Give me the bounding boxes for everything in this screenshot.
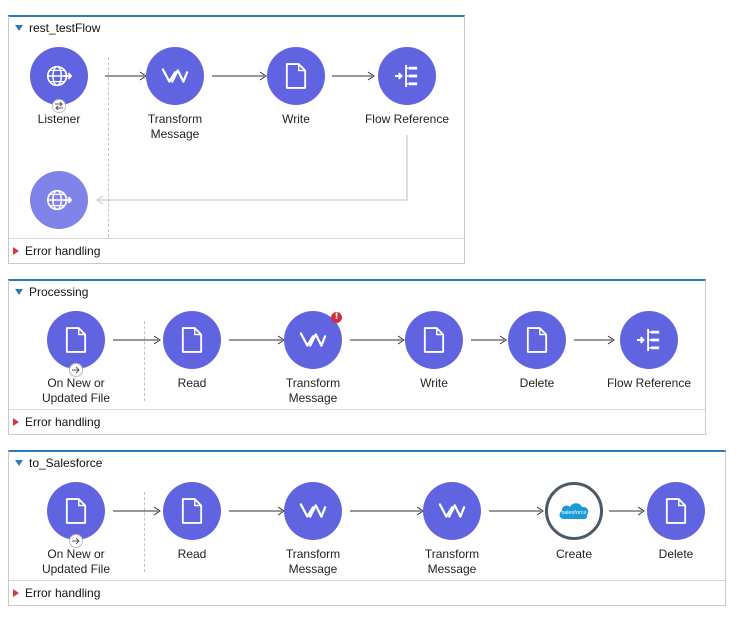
- node-read[interactable]: Read: [137, 482, 247, 562]
- source-divider: [108, 57, 109, 237]
- file-icon: [285, 62, 307, 90]
- node-label: On New or Updated File: [41, 376, 111, 405]
- node-on-new-or-updated-file[interactable]: On New or Updated File: [21, 311, 131, 406]
- node-circle: [30, 171, 88, 229]
- flow-rest-testflow: rest_testFlow Listener Transform Message…: [8, 15, 465, 264]
- file-icon: [526, 326, 548, 354]
- file-icon: [65, 497, 87, 525]
- node-circle: [423, 482, 481, 540]
- node-circle: [47, 482, 105, 548]
- error-handling-toggle[interactable]: Error handling: [9, 409, 705, 434]
- file-icon: [665, 497, 687, 525]
- return-path-line: [99, 135, 408, 201]
- node-label: Write: [420, 376, 448, 390]
- transform-icon: [438, 499, 466, 523]
- node-circle: [163, 482, 221, 540]
- expand-triangle-icon: [13, 418, 19, 426]
- node-circle: [47, 311, 105, 377]
- node-listener[interactable]: Listener: [4, 47, 114, 127]
- flow-title-toggle[interactable]: Processing: [13, 283, 88, 301]
- flow-processing: Processing On New or Updated File Read !…: [8, 279, 706, 435]
- collapse-triangle-icon: [15, 460, 23, 466]
- node-label: Delete: [519, 376, 555, 390]
- node-flow-reference[interactable]: Flow Reference: [594, 311, 704, 391]
- node-flow-reference[interactable]: Flow Reference: [352, 47, 462, 127]
- node-circle: [163, 311, 221, 369]
- file-icon: [65, 326, 87, 354]
- flow-name: to_Salesforce: [29, 456, 103, 470]
- arrow-right-icon: [69, 363, 83, 377]
- node-delete[interactable]: Delete: [621, 482, 731, 562]
- globe-arrow-icon: [45, 62, 73, 90]
- node-label: Transform Message: [147, 112, 203, 141]
- node-on-new-or-updated-file[interactable]: On New or Updated File: [21, 482, 131, 577]
- node-transform-message[interactable]: Transform Message: [120, 47, 230, 142]
- node-write[interactable]: Write: [241, 47, 351, 127]
- node-create[interactable]: salesforce Create: [519, 482, 629, 562]
- salesforce-logo-text: salesforce: [561, 510, 586, 516]
- node-label: Delete: [658, 547, 694, 561]
- transform-icon: [299, 328, 327, 352]
- node-label: Flow Reference: [606, 376, 692, 390]
- flow-name: rest_testFlow: [29, 21, 101, 35]
- node-label: Listener: [37, 112, 81, 126]
- arrow-right-icon: [69, 534, 83, 548]
- globe-arrow-icon: [45, 186, 73, 214]
- node-label: Transform Message: [424, 547, 480, 576]
- node-transform-message[interactable]: ! Transform Message: [258, 311, 368, 406]
- node-circle: !: [284, 311, 342, 369]
- node-transform-message-2[interactable]: Transform Message: [397, 482, 507, 577]
- expand-triangle-icon: [13, 247, 19, 255]
- node-circle: [647, 482, 705, 540]
- node-transform-message[interactable]: Transform Message: [258, 482, 368, 577]
- flow-name: Processing: [29, 285, 89, 299]
- flow-to-salesforce: to_Salesforce On New or Updated File Rea…: [8, 450, 726, 606]
- error-handling-label: Error handling: [25, 244, 101, 258]
- source-divider: [144, 321, 145, 401]
- node-label: Create: [555, 547, 593, 561]
- source-divider: [144, 492, 145, 572]
- node-circle: [378, 47, 436, 105]
- node-label: Read: [177, 376, 207, 390]
- error-handling-toggle[interactable]: Error handling: [9, 238, 464, 263]
- node-listener-response[interactable]: [4, 171, 114, 229]
- node-write[interactable]: Write: [379, 311, 489, 391]
- node-circle: [284, 482, 342, 540]
- transform-icon: [299, 499, 327, 523]
- node-label: Transform Message: [285, 376, 341, 405]
- flow-title-toggle[interactable]: to_Salesforce: [13, 454, 102, 472]
- collapse-triangle-icon: [15, 25, 23, 31]
- salesforce-icon: salesforce: [559, 503, 589, 520]
- node-circle: [267, 47, 325, 105]
- node-label: On New or Updated File: [41, 547, 111, 576]
- flow-reference-icon: [635, 328, 663, 352]
- flow-reference-icon: [393, 64, 421, 88]
- node-label: Transform Message: [285, 547, 341, 576]
- node-label: Write: [282, 112, 310, 126]
- error-badge-icon: !: [331, 312, 342, 323]
- node-label: Read: [177, 547, 207, 561]
- node-label: Flow Reference: [364, 112, 450, 126]
- file-icon: [181, 326, 203, 354]
- node-circle: salesforce: [545, 482, 603, 540]
- node-delete[interactable]: Delete: [482, 311, 592, 391]
- node-circle: [30, 47, 88, 113]
- node-read[interactable]: Read: [137, 311, 247, 391]
- file-icon: [181, 497, 203, 525]
- expand-triangle-icon: [13, 589, 19, 597]
- flow-title-toggle[interactable]: rest_testFlow: [13, 19, 100, 37]
- file-icon: [423, 326, 445, 354]
- bidirectional-icon: [52, 99, 66, 113]
- collapse-triangle-icon: [15, 289, 23, 295]
- error-handling-label: Error handling: [25, 415, 101, 429]
- error-handling-toggle[interactable]: Error handling: [9, 580, 725, 605]
- transform-icon: [161, 64, 189, 88]
- error-handling-label: Error handling: [25, 586, 101, 600]
- node-circle: [508, 311, 566, 369]
- node-circle: [620, 311, 678, 369]
- node-circle: [146, 47, 204, 105]
- node-circle: [405, 311, 463, 369]
